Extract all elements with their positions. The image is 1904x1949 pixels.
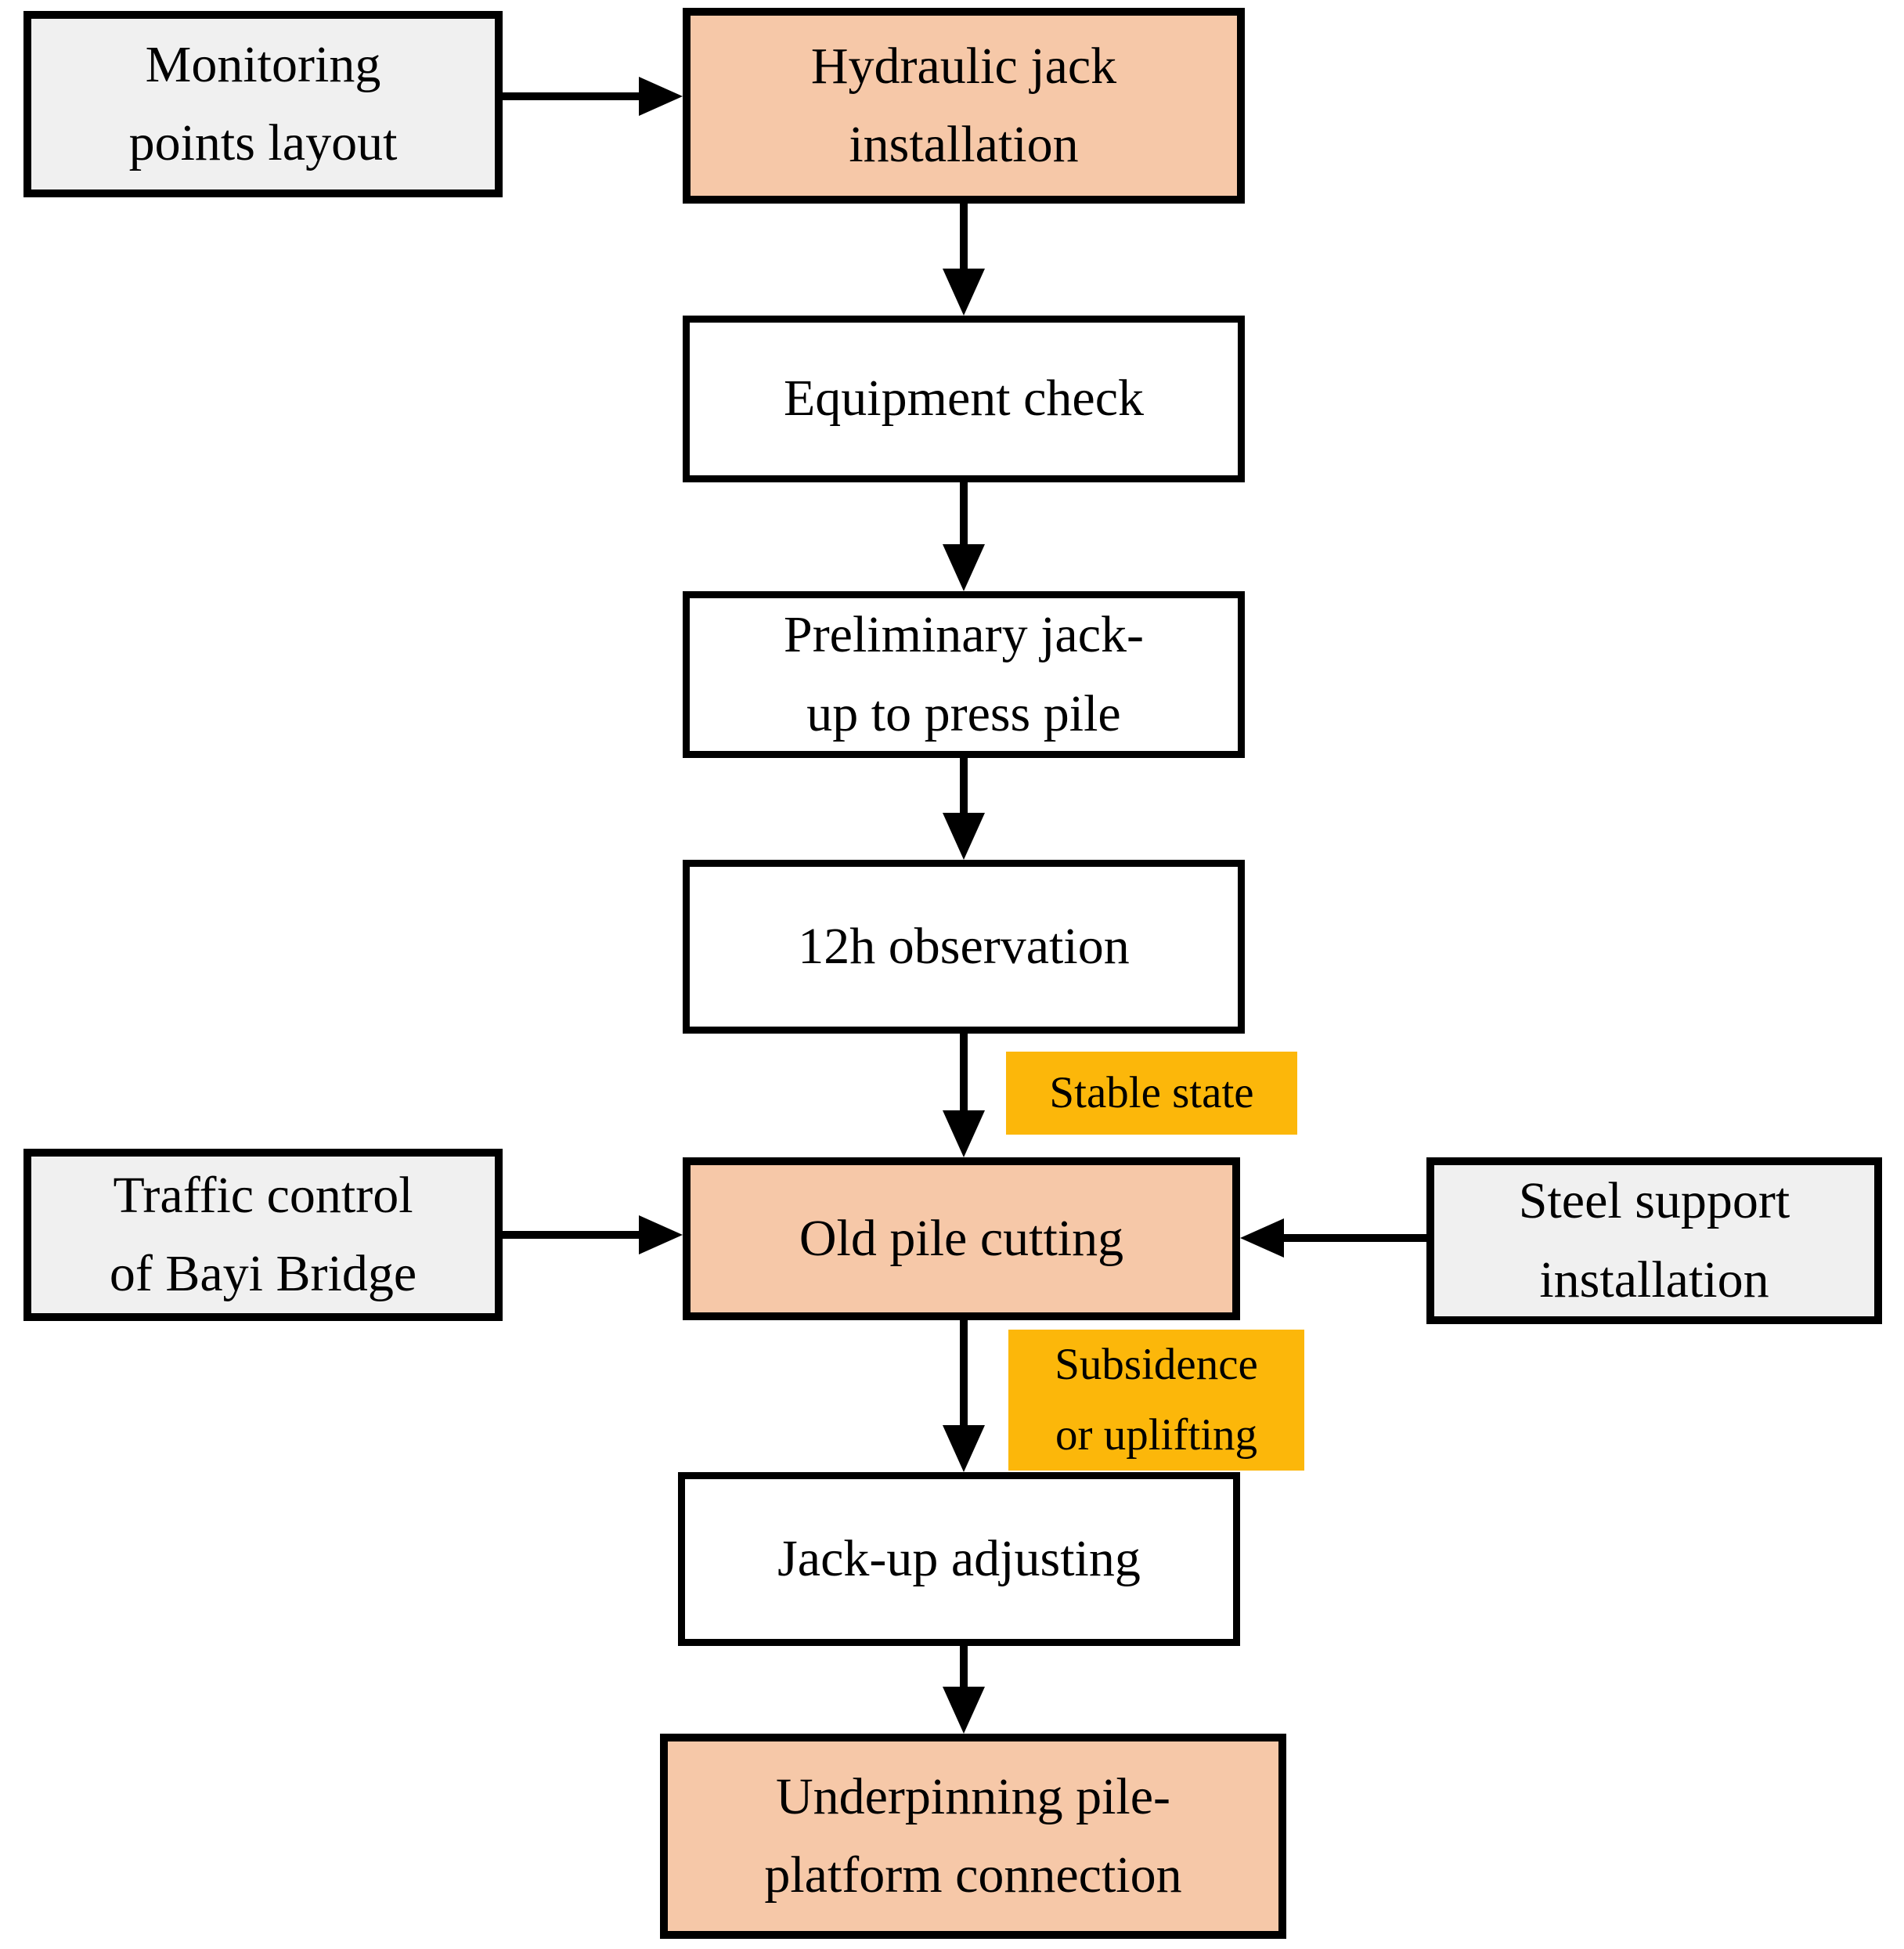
node-label-line: Monitoring	[145, 35, 381, 93]
node-label-line: platform connection	[764, 1846, 1182, 1904]
edge-preliminary-to-observation-line	[960, 758, 968, 814]
node-underpinning-pile-platform-connection: Underpinning pile- platform connection	[660, 1734, 1286, 1939]
node-label: Steel support installation	[1519, 1162, 1790, 1319]
node-label: Hydraulic jack installation	[811, 27, 1116, 185]
node-label: Equipment check	[784, 359, 1144, 438]
edge-equipment-to-preliminary-line	[960, 482, 968, 546]
node-label: 12h observation	[798, 908, 1129, 986]
edge-jackup-to-underpinning-arrowhead	[943, 1687, 985, 1734]
node-label-line: up to press pile	[806, 684, 1121, 742]
node-label-line: installation	[849, 116, 1079, 173]
edge-preliminary-to-observation-arrowhead	[943, 813, 985, 860]
node-label-line: Traffic control	[113, 1166, 413, 1224]
node-label-line: Equipment check	[783, 370, 1144, 428]
node-label-line: installation	[1539, 1251, 1769, 1308]
node-traffic-control-bayi-bridge: Traffic control of Bayi Bridge	[23, 1149, 503, 1321]
node-label-line: Steel support	[1518, 1172, 1790, 1230]
edge-equipment-to-preliminary-arrowhead	[943, 544, 985, 591]
edge-hydraulic-to-equipment-line	[960, 204, 968, 270]
node-12h-observation: 12h observation	[683, 860, 1245, 1034]
edge-monitoring-to-hydraulic-arrowhead	[639, 77, 683, 116]
edge-observation-to-oldpile-arrowhead	[943, 1110, 985, 1157]
edge-traffic-to-oldpile-arrowhead	[639, 1215, 683, 1254]
node-preliminary-jack-up: Preliminary jack- up to press pile	[683, 591, 1245, 758]
edge-label-line: Stable state	[1049, 1067, 1254, 1117]
edge-oldpile-to-jackup-line	[960, 1320, 968, 1427]
node-steel-support-installation: Steel support installation	[1426, 1157, 1882, 1324]
edge-label-line: or uplifting	[1055, 1410, 1258, 1460]
node-label: Monitoring points layout	[129, 26, 398, 183]
edge-steel-to-oldpile-line	[1284, 1234, 1426, 1242]
edge-observation-to-oldpile-line	[960, 1034, 968, 1112]
edge-traffic-to-oldpile-line	[503, 1231, 639, 1239]
node-label: Old pile cutting	[799, 1200, 1123, 1278]
node-label: Preliminary jack- up to press pile	[784, 596, 1144, 753]
node-old-pile-cutting: Old pile cutting	[683, 1157, 1240, 1320]
node-label-line: Preliminary jack-	[783, 606, 1144, 664]
edge-label-stable-state: Stable state	[1006, 1052, 1297, 1135]
node-label: Jack-up adjusting	[777, 1520, 1141, 1598]
node-label-line: 12h observation	[798, 917, 1130, 975]
node-label-line: points layout	[128, 114, 398, 171]
edge-steel-to-oldpile-arrowhead	[1240, 1218, 1284, 1258]
node-label-line: Underpinning pile-	[775, 1767, 1171, 1825]
node-monitoring-points-layout: Monitoring points layout	[23, 11, 503, 197]
edge-jackup-to-underpinning-line	[960, 1646, 968, 1688]
node-label-line: of Bayi Bridge	[109, 1245, 417, 1302]
node-label: Traffic control of Bayi Bridge	[110, 1157, 416, 1314]
edge-hydraulic-to-equipment-arrowhead	[943, 269, 985, 316]
node-equipment-check: Equipment check	[683, 316, 1245, 482]
node-label-line: Jack-up adjusting	[777, 1529, 1141, 1587]
node-label-line: Old pile cutting	[799, 1209, 1124, 1267]
node-jack-up-adjusting: Jack-up adjusting	[678, 1472, 1240, 1646]
edge-oldpile-to-jackup-arrowhead	[943, 1425, 985, 1472]
edge-monitoring-to-hydraulic-line	[503, 92, 639, 100]
edge-label-line: Subsidence	[1055, 1339, 1258, 1389]
node-hydraulic-jack-installation: Hydraulic jack installation	[683, 8, 1245, 204]
node-label: Underpinning pile- platform connection	[764, 1758, 1181, 1915]
edge-label-subsidence-or-uplifting: Subsidence or uplifting	[1008, 1330, 1304, 1471]
node-label-line: Hydraulic jack	[810, 37, 1117, 95]
